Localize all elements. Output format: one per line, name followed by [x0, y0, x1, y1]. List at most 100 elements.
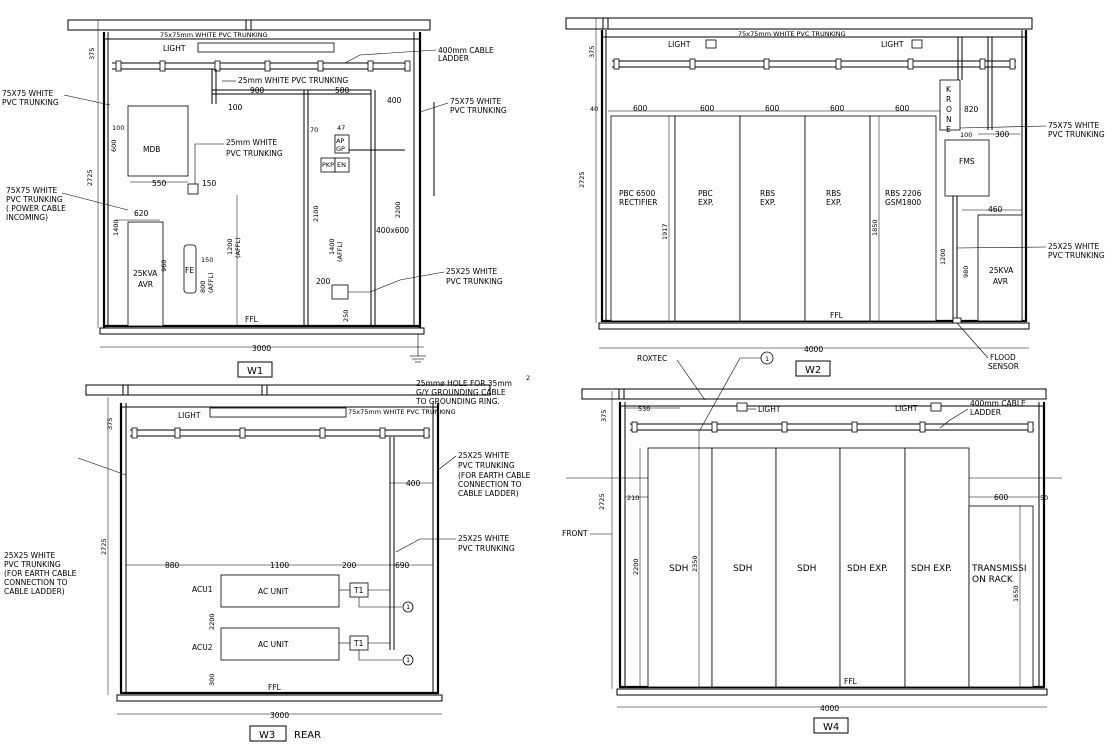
w3-light-label: LIGHT [178, 411, 201, 420]
w4-front: FRONT [562, 529, 588, 538]
w2-dim-2725: 2725 [578, 171, 586, 188]
w3-ffl: FFL [268, 683, 282, 692]
w1-dim-150b: 150 [201, 256, 213, 264]
w2-rack5-1: RBS 2206 [885, 189, 922, 198]
w3-dim-1100: 1100 [270, 561, 289, 570]
rack-rbs-2206 [869, 115, 937, 322]
light-fixture-w4-b [930, 402, 942, 412]
w1-ladder-label-2: LADDER [438, 54, 469, 63]
rack-rbs-exp-2 [804, 115, 871, 322]
w2-flood-2: SENSOR [988, 362, 1019, 371]
w3-earth-r-1: 25X25 WHITE [458, 451, 509, 460]
w4-rack-1: SDH [669, 564, 688, 574]
w1-trunk75-right-1: 75X75 WHITE [450, 97, 501, 106]
w2-trunking-top-label: 75x75mm WHITE PVC TRUNKING [738, 30, 846, 38]
w3-title: W3 [259, 730, 275, 741]
w4-title: W4 [823, 722, 839, 733]
w2-dim-40: 40 [590, 105, 598, 113]
w1-dim-affl-c: (AFFL) [336, 241, 344, 262]
roof-hook [245, 19, 252, 31]
w1-dim-2725: 2725 [86, 169, 94, 186]
w1-avr-1: 25KVA [133, 269, 158, 278]
w3-hole-sup: 2 [526, 374, 530, 382]
w1-avr-2: AVR [138, 280, 153, 289]
w1-dim-800: 800 [199, 281, 207, 293]
w2-dim-300: 300 [995, 130, 1010, 139]
w2-flood-1: FLOOD [990, 353, 1016, 362]
w3-earth-l-4: CONNECTION TO [4, 578, 68, 587]
rack-pbc-exp [674, 115, 741, 322]
w2-avr-2: AVR [993, 277, 1008, 286]
light-fixture [197, 42, 335, 53]
w1-dim-1400: 1400 [112, 219, 120, 236]
w2-dim-600-2: 600 [700, 104, 715, 113]
w3-dim-400: 400 [406, 479, 421, 488]
w3-trunk2525-1: 25X25 WHITE [458, 534, 509, 543]
w1-dim-375: 375 [88, 48, 96, 60]
w2-trunk2525-2: PVC TRUNKING [1048, 251, 1105, 260]
w3-dim-880: 880 [165, 561, 180, 570]
w1-fe-label: FE [185, 266, 194, 275]
socket-box [331, 284, 349, 300]
w4-dim-2725: 2725 [598, 493, 606, 510]
rack-sdh-2 [711, 447, 777, 688]
w4-dim-4000: 4000 [820, 704, 839, 713]
w3-trunk2525-2: PVC TRUNKING [458, 544, 515, 553]
w3-earth-l-5: CABLE LADDER) [4, 587, 65, 596]
w1-dim-70: 70 [310, 126, 318, 134]
fms-cabinet [944, 139, 990, 197]
w1-title-box [237, 361, 273, 378]
krone-block [939, 79, 961, 131]
w1-trunk25b-1: 25mm WHITE [226, 138, 277, 147]
w2-rack3-2: EXP. [760, 198, 776, 207]
w2-dim-980: 980 [962, 266, 970, 278]
callout-marker-a [402, 601, 414, 613]
w2-light-b: LIGHT [881, 40, 904, 49]
w1-dim-550: 550 [152, 179, 167, 188]
w4-ffl: FFL [844, 677, 858, 686]
light-fixture-w3 [209, 407, 347, 418]
w3-dim-300: 300 [208, 674, 216, 686]
w3-dim-690: 690 [395, 561, 410, 570]
w3-callout-a: 1 [406, 603, 410, 611]
w4-light-b: LIGHT [895, 404, 918, 413]
w2-dim-600-5: 600 [895, 104, 910, 113]
callout-marker-b [402, 654, 414, 666]
w2-dim-600-4: 600 [830, 104, 845, 113]
w2-rack2-2: EXP. [698, 198, 714, 207]
w1-dim-400: 400 [387, 96, 402, 105]
w1-dim-100: 100 [228, 103, 243, 112]
w3-ac-unit-1: AC UNIT [258, 587, 289, 596]
w2-dim-1850: 1850 [871, 219, 879, 236]
w1-dim-250: 250 [342, 310, 350, 322]
w4-title-box [813, 717, 849, 734]
w2-dim-100: 100 [960, 131, 972, 139]
avr-cabinet-w2 [977, 214, 1023, 322]
w1-trunk25b-2: PVC TRUNKING [226, 149, 283, 158]
w1-power-3: ( POWER CABLE [6, 204, 66, 213]
flood-sensor [952, 317, 962, 324]
krone-letter: E [946, 125, 951, 134]
w3-hole-3: TO GROUNDING RING. [415, 397, 500, 406]
w4-rack-5: SDH EXP. [911, 564, 952, 574]
w4-rack-4: SDH EXP. [847, 564, 888, 574]
w3-dim-3000: 3000 [270, 711, 289, 720]
w1-ffl: FFL [245, 315, 259, 324]
w4-dim-2200: 2200 [632, 558, 640, 575]
w3-earth-l-1: 25X25 WHITE [4, 551, 55, 560]
krone-letter: R [946, 95, 951, 104]
light-fixture-a [705, 39, 717, 49]
view-w2: 75x75mm WHITE PVC TRUNKING LIGHT LIGHT K… [565, 17, 1105, 377]
w1-trunk2525-2: PVC TRUNKING [446, 277, 503, 286]
w4-dim-375: 375 [600, 410, 608, 422]
rack-sdh-1 [647, 447, 713, 688]
w3-callout-b: 1 [406, 656, 410, 664]
w2-title-box [795, 360, 831, 377]
w1-dim-1400b: 1400 [328, 238, 336, 255]
w1-trunk75-left-2: PVC TRUNKING [2, 98, 59, 107]
w1-dim-960: 960 [160, 260, 168, 272]
w2-dim-4000: 4000 [804, 345, 823, 354]
ac-unit-1 [220, 574, 340, 608]
w2-rack4-2: EXP. [826, 198, 842, 207]
